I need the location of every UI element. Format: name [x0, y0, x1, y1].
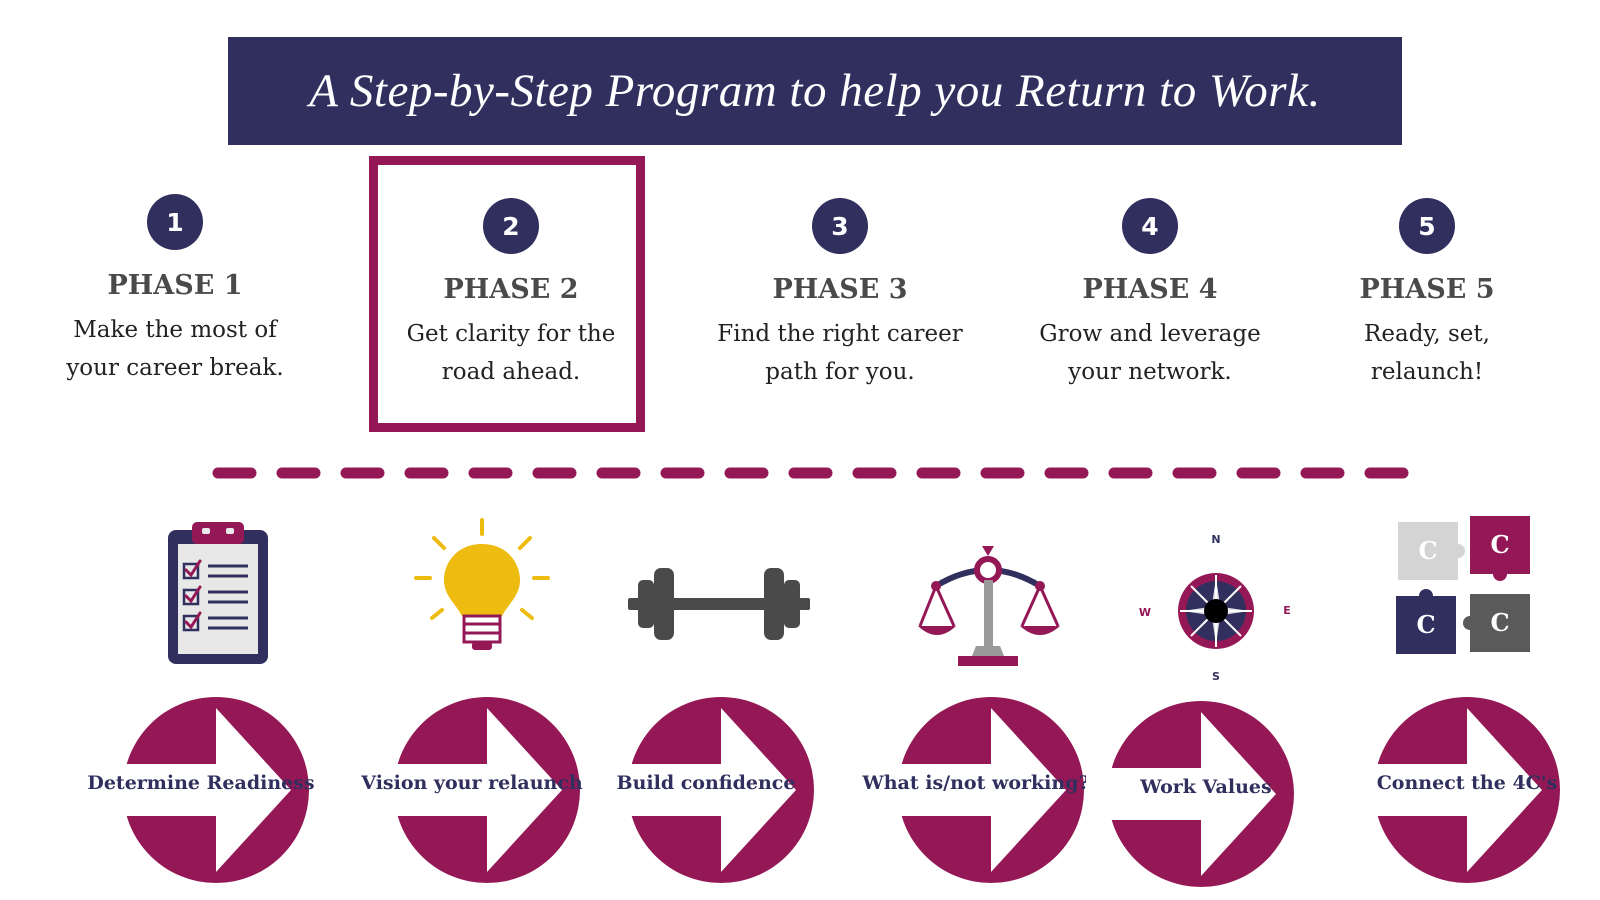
phase-3-desc-line-1: Find the right career	[717, 321, 963, 347]
dumbbell-icon	[628, 568, 810, 640]
phase-5-description: Ready, set, relaunch!	[1277, 315, 1577, 391]
compass-n-label: N	[1211, 533, 1220, 546]
phase-1: 1 PHASE 1 Make the most of your career b…	[25, 194, 325, 387]
step-determine-readiness: Determine Readiness	[87, 690, 331, 890]
arrow-circle-icon	[1352, 697, 1560, 883]
phase-2-label: PHASE 2	[443, 274, 579, 305]
phase-4-label: PHASE 4	[1082, 274, 1218, 305]
clipboard-checklist-icon	[168, 522, 268, 664]
phase-2-number-badge: 2	[483, 198, 539, 254]
phase-5: 5 PHASE 5 Ready, set, relaunch!	[1277, 198, 1577, 391]
title-banner: A Step-by-Step Program to help you Retur…	[228, 37, 1402, 145]
phase-1-label: PHASE 1	[107, 270, 243, 301]
puzzle-icon: C C C C	[1396, 516, 1530, 654]
phase-3-desc-line-2: path for you.	[765, 359, 915, 385]
puzzle-piece-4-label: C	[1490, 608, 1509, 637]
step-work-values: Work Values	[1076, 694, 1316, 894]
dashed-divider	[212, 467, 1412, 479]
phase-2-description: Get clarity for the road ahead.	[361, 315, 661, 391]
phase-1-number-badge: 1	[147, 194, 203, 250]
phase-5-desc-line-2: relaunch!	[1370, 359, 1484, 385]
phase-5-desc-line-1: Ready, set,	[1364, 321, 1490, 347]
phase-5-label: PHASE 5	[1359, 274, 1495, 305]
step-connect-the-4cs: Connect the 4C's	[1342, 690, 1582, 890]
phase-3-label: PHASE 3	[772, 274, 908, 305]
compass-s-label: S	[1212, 670, 1220, 682]
step-build-confidence: Build confidence	[596, 690, 836, 890]
phase-1-description: Make the most of your career break.	[25, 311, 325, 387]
phase-4: 4 PHASE 4 Grow and leverage your network…	[1000, 198, 1300, 391]
phase-1-desc-line-2: your career break.	[66, 355, 284, 381]
compass-e-label: E	[1283, 604, 1291, 617]
balance-scale-icon	[918, 546, 1060, 666]
phase-1-desc-line-1: Make the most of	[73, 317, 277, 343]
step-what-is-not-working: What is/not working?	[862, 690, 1106, 890]
phase-4-desc-line-2: your network.	[1068, 359, 1232, 385]
step-vision-your-relaunch: Vision your relaunch	[361, 690, 602, 890]
phase-4-desc-line-1: Grow and leverage	[1039, 321, 1261, 347]
arrow-circle-icon	[372, 697, 580, 883]
phase-2-desc-line-2: road ahead.	[441, 359, 581, 385]
puzzle-piece-2-label: C	[1490, 530, 1509, 559]
phase-5-number-badge: 5	[1399, 198, 1455, 254]
phase-4-description: Grow and leverage your network.	[1000, 315, 1300, 391]
step-label-connect-the-4cs: Connect the 4C's	[1376, 772, 1558, 794]
step-label-determine-readiness: Determine Readiness	[87, 772, 315, 794]
step-label-vision-your-relaunch: Vision your relaunch	[361, 772, 583, 794]
page-title: A Step-by-Step Program to help you Retur…	[309, 65, 1321, 117]
compass-w-label: W	[1139, 606, 1151, 619]
step-label-what-is-not-working: What is/not working?	[862, 772, 1090, 794]
phase-3: 3 PHASE 3 Find the right career path for…	[690, 198, 990, 391]
arrow-circle-icon	[101, 697, 309, 883]
phase-3-number-badge: 3	[812, 198, 868, 254]
arrow-circle-icon	[876, 697, 1084, 883]
lightbulb-icon	[414, 518, 550, 650]
arrow-circle-icon	[1086, 701, 1294, 887]
phase-4-number-badge: 4	[1122, 198, 1178, 254]
puzzle-piece-3-label: C	[1416, 610, 1435, 639]
puzzle-piece-1-label: C	[1418, 536, 1437, 565]
compass-icon: N S E W	[1139, 533, 1291, 682]
phase-2: 2 PHASE 2 Get clarity for the road ahead…	[361, 198, 661, 391]
step-label-build-confidence: Build confidence	[616, 772, 796, 794]
arrow-circle-icon	[606, 697, 814, 883]
step-label-work-values: Work Values	[1140, 776, 1272, 798]
phase-2-highlight-frame	[369, 156, 645, 432]
phase-3-description: Find the right career path for you.	[690, 315, 990, 391]
phase-2-desc-line-1: Get clarity for the	[406, 321, 616, 347]
